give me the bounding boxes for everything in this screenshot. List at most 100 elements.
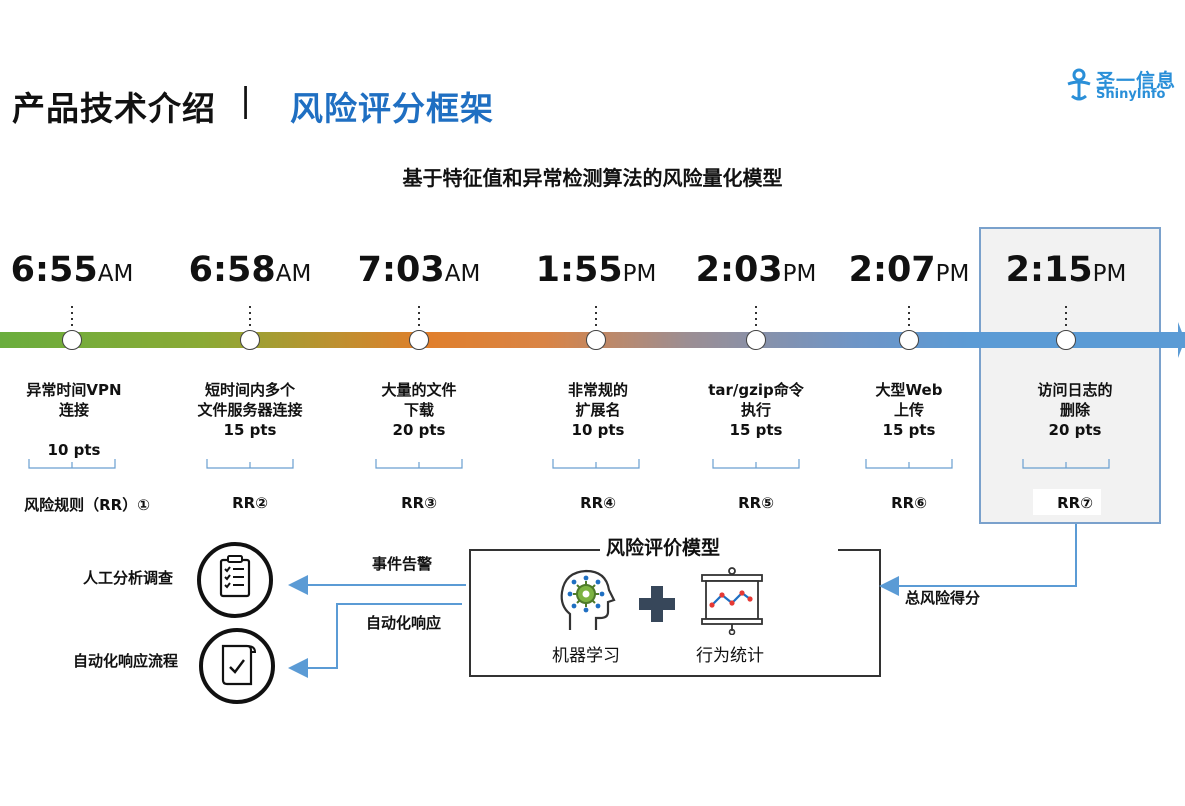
event-label-line: tar/gzip命令 bbox=[708, 381, 804, 399]
event-time-value: 2:07 bbox=[848, 250, 936, 290]
alert-label: 事件告警 bbox=[372, 555, 433, 573]
event-label-line: 上传 bbox=[893, 401, 925, 419]
event-brace bbox=[865, 459, 953, 469]
dotted-connector bbox=[1065, 306, 1067, 330]
document-check-icon bbox=[221, 644, 257, 686]
title-separator: | bbox=[240, 80, 252, 119]
event-label-line: 下载 bbox=[403, 401, 435, 419]
event-time: 7:03AM bbox=[358, 250, 481, 290]
company-logo: 圣一信息 ShinyInfo bbox=[1062, 68, 1184, 108]
auto-response-label: 自动化响应 bbox=[366, 614, 442, 632]
event-time-value: 2:03 bbox=[695, 250, 783, 290]
event-time-value: 7:03 bbox=[357, 250, 445, 290]
checklist-icon bbox=[219, 555, 251, 598]
event-label: 短时间内多个 文件服务器连接 15 pts bbox=[197, 380, 302, 440]
event-label-line: 异常时间VPN bbox=[26, 381, 122, 399]
manual-analysis-circle bbox=[197, 542, 273, 618]
event-time: 2:15PM bbox=[1006, 250, 1127, 290]
event-time-ampm: AM bbox=[97, 261, 134, 287]
timeline-node bbox=[240, 330, 260, 350]
event-label-line: 连接 bbox=[58, 401, 90, 419]
event-label: 大量的文件 下载 20 pts bbox=[381, 380, 456, 440]
risk-rule-label: RR④ bbox=[580, 494, 616, 512]
dotted-connector bbox=[908, 306, 910, 330]
timeline-node bbox=[1056, 330, 1076, 350]
highlight-box bbox=[979, 227, 1161, 524]
stats-label: 行为统计 bbox=[696, 646, 764, 666]
dotted-connector bbox=[418, 306, 420, 330]
dotted-connector bbox=[249, 306, 251, 330]
statistics-board-icon bbox=[701, 567, 763, 635]
event-points: 15 pts bbox=[729, 421, 783, 439]
machine-learning-icon bbox=[560, 569, 616, 630]
event-time: 6:55AM bbox=[11, 250, 134, 290]
total-score-arrow bbox=[879, 524, 1077, 596]
event-time-value: 6:58 bbox=[188, 250, 276, 290]
event-label: 异常时间VPN 连接 bbox=[26, 380, 121, 420]
event-label-line: 非常规的 bbox=[567, 381, 629, 399]
event-brace bbox=[1022, 459, 1110, 469]
timeline-node bbox=[409, 330, 429, 350]
plus-icon bbox=[639, 586, 675, 622]
event-points: 10 pts bbox=[571, 421, 625, 439]
event-label-line: 文件服务器连接 bbox=[197, 401, 303, 419]
timeline-node bbox=[62, 330, 82, 350]
dotted-connector bbox=[595, 306, 597, 330]
automation-flow-circle bbox=[199, 628, 275, 704]
event-time: 1:55PM bbox=[536, 250, 657, 290]
dotted-connector bbox=[755, 306, 757, 330]
event-label: tar/gzip命令 执行 15 pts bbox=[708, 380, 804, 440]
event-label-line: 大量的文件 bbox=[381, 381, 457, 399]
event-label: 非常规的 扩展名 10 pts bbox=[568, 380, 628, 440]
ml-label: 机器学习 bbox=[552, 646, 620, 666]
logo-text-en: ShinyInfo bbox=[1096, 87, 1166, 102]
page-subtitle: 风险评分框架 bbox=[290, 89, 494, 128]
event-points: 20 pts bbox=[392, 421, 446, 439]
event-points: 15 pts bbox=[882, 421, 936, 439]
event-time: 2:07PM bbox=[849, 250, 970, 290]
event-time-ampm: AM bbox=[444, 261, 481, 287]
event-points: 15 pts bbox=[223, 421, 277, 439]
dotted-connector bbox=[71, 306, 73, 330]
event-label-line: 执行 bbox=[740, 401, 772, 419]
page-title: 产品技术介绍 bbox=[12, 89, 216, 128]
risk-rule-label: RR⑤ bbox=[738, 494, 774, 512]
event-time: 6:58AM bbox=[189, 250, 312, 290]
risk-rule-label: RR⑥ bbox=[891, 494, 927, 512]
event-time-ampm: PM bbox=[935, 261, 970, 287]
timeline-node bbox=[586, 330, 606, 350]
event-label-line: 访问日志的 bbox=[1037, 381, 1113, 399]
automation-flow-label: 自动化响应流程 bbox=[73, 652, 179, 670]
event-brace bbox=[375, 459, 463, 469]
event-brace bbox=[206, 459, 294, 469]
diagram-title: 基于特征值和异常检测算法的风险量化模型 bbox=[402, 166, 783, 190]
manual-analysis-label: 人工分析调查 bbox=[83, 569, 174, 587]
risk-rule-label: RR② bbox=[232, 494, 268, 512]
event-label: 大型Web 上传 15 pts bbox=[876, 380, 943, 440]
timeline-arrowhead bbox=[1178, 322, 1185, 358]
event-points: 10 pts bbox=[47, 441, 101, 459]
event-brace bbox=[712, 459, 800, 469]
event-label-line: 扩展名 bbox=[575, 401, 621, 419]
event-time-ampm: AM bbox=[275, 261, 312, 287]
model-title: 风险评价模型 bbox=[606, 537, 721, 559]
event-label-line: 大型Web bbox=[875, 381, 943, 399]
event-brace bbox=[552, 459, 640, 469]
logo-text-cn: 圣一信息 bbox=[1096, 70, 1177, 92]
total-score-label: 总风险得分 bbox=[905, 589, 981, 607]
event-time-ampm: PM bbox=[782, 261, 817, 287]
event-time-value: 2:15 bbox=[1005, 250, 1093, 290]
timeline-node bbox=[746, 330, 766, 350]
risk-rule-label: RR⑦ bbox=[1057, 494, 1093, 512]
event-brace bbox=[28, 459, 116, 469]
event-points: 20 pts bbox=[1048, 421, 1102, 439]
event-time-ampm: PM bbox=[1092, 261, 1127, 287]
event-label-line: 删除 bbox=[1059, 401, 1091, 419]
risk-rule-label: 风险规则（RR）① bbox=[24, 496, 150, 514]
event-time-value: 1:55 bbox=[535, 250, 623, 290]
timeline-node bbox=[899, 330, 919, 350]
logo-figure-icon bbox=[1067, 68, 1091, 101]
event-label: 访问日志的 删除 20 pts bbox=[1037, 380, 1112, 440]
event-time: 2:03PM bbox=[696, 250, 817, 290]
event-time-value: 6:55 bbox=[10, 250, 98, 290]
